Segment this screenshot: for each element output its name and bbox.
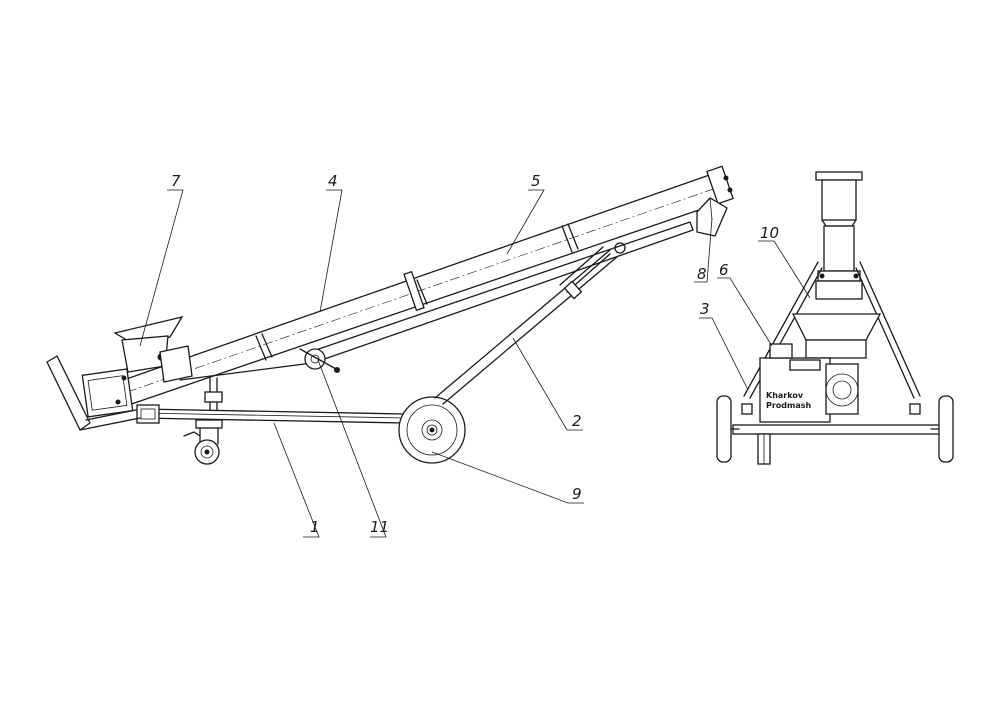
discharge-spout	[696, 197, 728, 237]
motor-brand-line1: Kharkov	[766, 391, 804, 400]
front-hopper	[791, 313, 882, 359]
front-leaders	[699, 240, 811, 391]
motor-brand-line2: Prodmash	[766, 401, 812, 410]
callout-4: 4	[328, 172, 338, 190]
chassis-frame	[136, 377, 406, 424]
side-view	[46, 165, 734, 538]
callout-1: 1	[310, 518, 320, 536]
callout-11: 11	[370, 518, 389, 536]
callout-7: 7	[171, 172, 181, 190]
callout-5: 5	[531, 172, 541, 190]
front-motor: Kharkov Prodmash	[759, 343, 859, 423]
callout-9: 9	[572, 485, 582, 503]
support-strut	[434, 242, 626, 405]
auger-tube	[94, 165, 734, 413]
callout-2: 2	[572, 412, 582, 430]
callout-3: 3	[700, 300, 710, 318]
front-tube	[815, 171, 863, 300]
front-view: Kharkov Prodmash	[699, 171, 954, 465]
front-axle	[716, 395, 954, 465]
caster-wheel	[183, 419, 223, 465]
drive-housing	[81, 345, 193, 418]
tow-handle	[46, 355, 141, 431]
intake-hopper	[113, 316, 184, 373]
transport-wheel	[398, 396, 466, 464]
adjusting-crank	[299, 348, 340, 373]
side-leaders	[139, 189, 713, 538]
callout-6: 6	[719, 261, 729, 279]
callout-10: 10	[760, 224, 779, 242]
callout-8: 8	[697, 265, 707, 283]
callout-labels: 1 2 3 4 5 6 7 8 9 10 11	[171, 172, 779, 536]
